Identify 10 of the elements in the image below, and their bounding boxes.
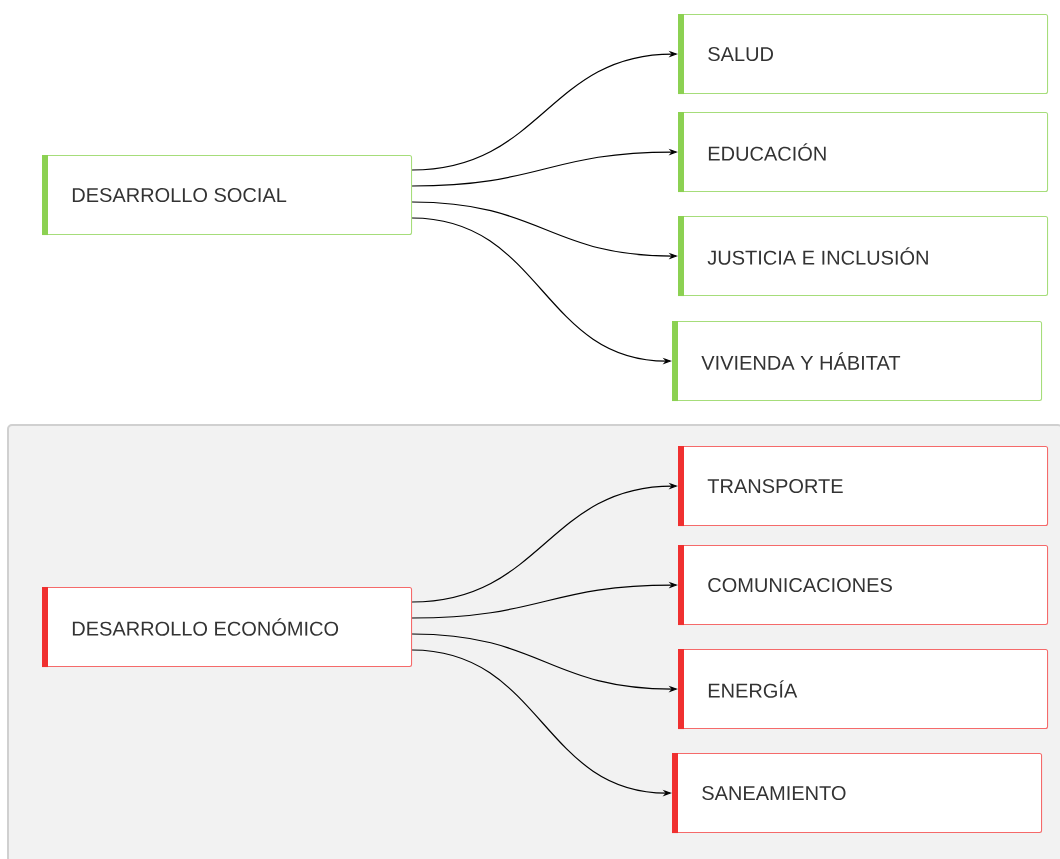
category-box: SALUD [678, 14, 1049, 95]
category-box: JUSTICIA E INCLUSIÓN [678, 216, 1049, 297]
category-box: ENERGÍA [678, 649, 1049, 730]
category-box: DESARROLLO ECONÓMICO [42, 587, 413, 668]
category-box: EDUCACIÓN [678, 112, 1049, 193]
category-box: DESARROLLO SOCIAL [42, 155, 413, 236]
category-box: VIVIENDA Y HÁBITAT [672, 321, 1043, 402]
category-box: TRANSPORTE [678, 446, 1049, 527]
category-box: SANEAMIENTO [672, 753, 1043, 834]
category-box: COMUNICACIONES [678, 545, 1049, 626]
